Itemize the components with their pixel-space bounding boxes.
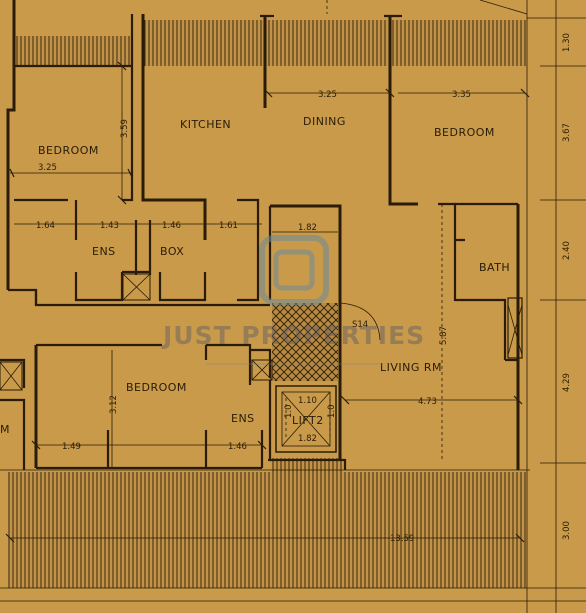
door-swing xyxy=(339,302,381,341)
shaft-left xyxy=(0,361,23,391)
label-living: LIVING RM xyxy=(380,361,442,374)
label-bath: BATH xyxy=(479,261,510,274)
dim-1-0-right: 1.0 xyxy=(327,404,337,418)
dim-1-64: 1.64 xyxy=(36,221,55,231)
terrace-bottom xyxy=(8,472,526,588)
dim-1-46-upper: 1.46 xyxy=(162,221,181,231)
label-box: BOX xyxy=(160,245,184,258)
label-partial-m: M xyxy=(0,423,10,436)
dim-1-46-lower: 1.46 xyxy=(228,442,247,452)
label-kitchen: KITCHEN xyxy=(180,118,231,131)
dim-1-82-bottom: 1.82 xyxy=(298,434,317,444)
balcony-top xyxy=(143,20,526,66)
dim-3-25-left: 3.25 xyxy=(38,163,57,173)
dim-3-59: 3.59 xyxy=(120,119,130,138)
dim-4-73: 4.73 xyxy=(418,397,437,407)
dim-1-82-top: 1.82 xyxy=(298,223,317,233)
dim-1-43: 1.43 xyxy=(100,221,119,231)
side-dim-1-30: 1.30 xyxy=(562,33,572,52)
dimension-ticks xyxy=(5,61,530,543)
walls xyxy=(0,0,520,470)
label-bedroom-lower: BEDROOM xyxy=(126,381,187,394)
dim-5-87: 5.87 xyxy=(439,326,449,345)
dim-3-35: 3.35 xyxy=(452,90,471,100)
side-dim-4-29: 4.29 xyxy=(562,373,572,392)
label-ens-lower: ENS xyxy=(231,412,255,425)
dimension-lines xyxy=(10,66,525,539)
side-dim-3-67: 3.67 xyxy=(562,123,572,142)
label-lift: LIFT2 xyxy=(292,414,324,427)
watermark-brand: JUST PROPERTIES xyxy=(161,321,425,350)
label-bedroom-right: BEDROOM xyxy=(434,126,495,139)
dim-3-12: 3.12 xyxy=(109,395,119,414)
shaft-box xyxy=(122,273,151,301)
dim-3-25-dining: 3.25 xyxy=(318,90,337,100)
window-right xyxy=(507,297,523,359)
dim-1-61: 1.61 xyxy=(219,221,238,231)
label-dining: DINING xyxy=(303,115,346,128)
side-dim-2-40: 2.40 xyxy=(562,241,572,260)
dim-1-0-left: 1.0 xyxy=(284,404,294,418)
stair-hatch xyxy=(272,303,338,381)
watermark-logo xyxy=(259,235,329,305)
label-bedroom-left: BEDROOM xyxy=(38,144,99,157)
balcony-top-left xyxy=(14,36,132,66)
dim-13-59: 13.59 xyxy=(390,534,414,544)
label-stair-tag: S14 xyxy=(352,320,368,330)
dim-1-49: 1.49 xyxy=(62,442,81,452)
dim-1-10: 1.10 xyxy=(298,396,317,406)
shaft-small xyxy=(251,359,273,381)
label-ens-upper: ENS xyxy=(92,245,116,258)
side-dim-3-00: 3.00 xyxy=(562,521,572,540)
